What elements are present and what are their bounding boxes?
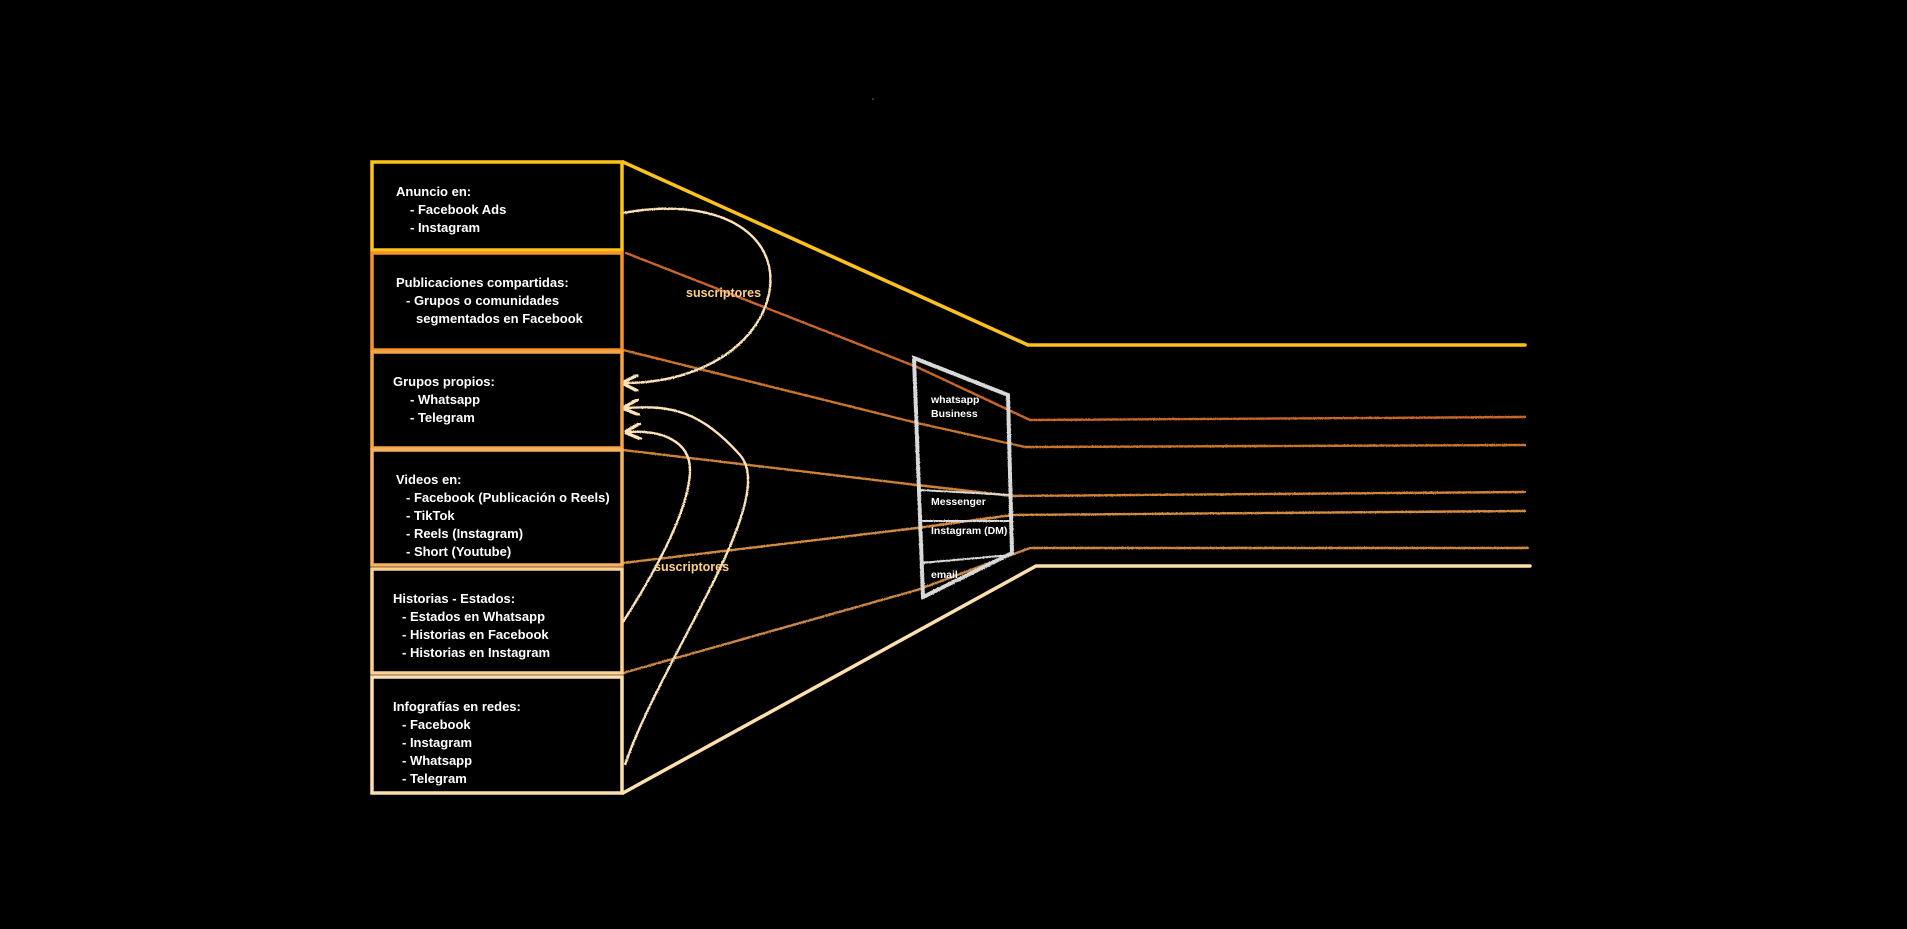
source-box-title: Anuncio en: xyxy=(396,184,471,199)
source-box-frame xyxy=(370,567,624,675)
arrow-label-suscriptores-top: suscriptores xyxy=(686,286,761,300)
flow-line-2 xyxy=(624,251,1527,422)
source-box-item: - Whatsapp xyxy=(402,753,472,768)
source-box-item: - Grupos o comunidades xyxy=(406,293,559,308)
source-box-frame xyxy=(370,675,624,795)
flow-line-3 xyxy=(621,348,1527,449)
source-box-item: - Instagram xyxy=(402,735,472,750)
flow-line-5 xyxy=(621,509,1527,565)
source-box-item: - Instagram xyxy=(410,220,480,235)
source-box-item: - Facebook (Publicación o Reels) xyxy=(406,490,610,505)
channel-email: email xyxy=(931,569,958,581)
arrow-bottom-long xyxy=(625,407,750,766)
source-box-item: - Historias en Facebook xyxy=(402,627,549,642)
channel-funnel xyxy=(911,355,1015,601)
source-box-item: - Estados en Whatsapp xyxy=(402,609,545,624)
source-box-frame xyxy=(370,160,624,252)
funnel-divider-1 xyxy=(918,489,1012,496)
channel-messenger: Messenger xyxy=(931,496,986,508)
source-box-frame xyxy=(370,251,624,352)
channel-instagram-dm: Instagram (DM) xyxy=(931,525,1007,537)
source-box-frame xyxy=(370,448,624,567)
source-box-item: - TikTok xyxy=(406,508,455,523)
source-box-item: - Telegram xyxy=(402,771,467,786)
flow-line-6 xyxy=(621,546,1530,675)
stray-dot xyxy=(872,98,874,100)
flow-lines xyxy=(621,160,1532,795)
source-box-infografias: Infografías en redes: - Facebook - Instagr… xyxy=(370,675,624,795)
source-boxes: Anuncio en:- Facebook Ads- InstagramPubl… xyxy=(370,160,624,795)
source-box-title: Infografías en redes: xyxy=(393,699,521,714)
funnel-outline xyxy=(911,355,1015,601)
source-box-item: - Telegram xyxy=(410,410,475,425)
source-box-item: - Facebook Ads xyxy=(410,202,506,217)
arrow-top xyxy=(623,207,772,383)
source-box-title: Historias - Estados: xyxy=(393,591,515,606)
source-box-item: segmentados en Facebook xyxy=(416,311,584,326)
source-box-grupos-propios: Grupos propios: - Whatsapp - Telegram xyxy=(370,350,624,450)
source-box-historias: Historias - Estados: - Estados en Whatsap… xyxy=(370,567,624,675)
channel-whatsapp-line2: Business xyxy=(931,408,978,420)
arrow-bottom-left xyxy=(619,432,692,626)
source-box-title: Publicaciones compartidas: xyxy=(396,275,569,290)
source-box-item: - Historias en Instagram xyxy=(402,645,550,660)
flow-line-4 xyxy=(621,448,1527,498)
flow-line-top xyxy=(621,160,1527,347)
subscriber-arrows xyxy=(619,207,772,766)
source-box-item: - Reels (Instagram) xyxy=(406,526,523,541)
arrow-label-suscriptores-bottom: suscriptores xyxy=(654,560,729,574)
channel-whatsapp-line1: whatsapp xyxy=(930,394,979,406)
source-box-anuncio: Anuncio en: - Facebook Ads - Instagram xyxy=(370,160,624,252)
source-box-item: - Facebook xyxy=(402,717,471,732)
source-box-item: - Short (Youtube) xyxy=(406,544,511,559)
source-box-videos: Videos en: - Facebook (Publicación o Reel… xyxy=(370,448,624,567)
source-box-publicaciones: Publicaciones compartidas: - Grupos o com… xyxy=(370,251,624,352)
funnel-divider-3 xyxy=(920,554,1012,564)
source-box-frame xyxy=(370,350,624,450)
source-box-item: - Whatsapp xyxy=(410,392,480,407)
source-box-title: Grupos propios: xyxy=(393,374,495,389)
flow-line-bottom xyxy=(621,564,1532,795)
source-box-title: Videos en: xyxy=(396,472,462,487)
